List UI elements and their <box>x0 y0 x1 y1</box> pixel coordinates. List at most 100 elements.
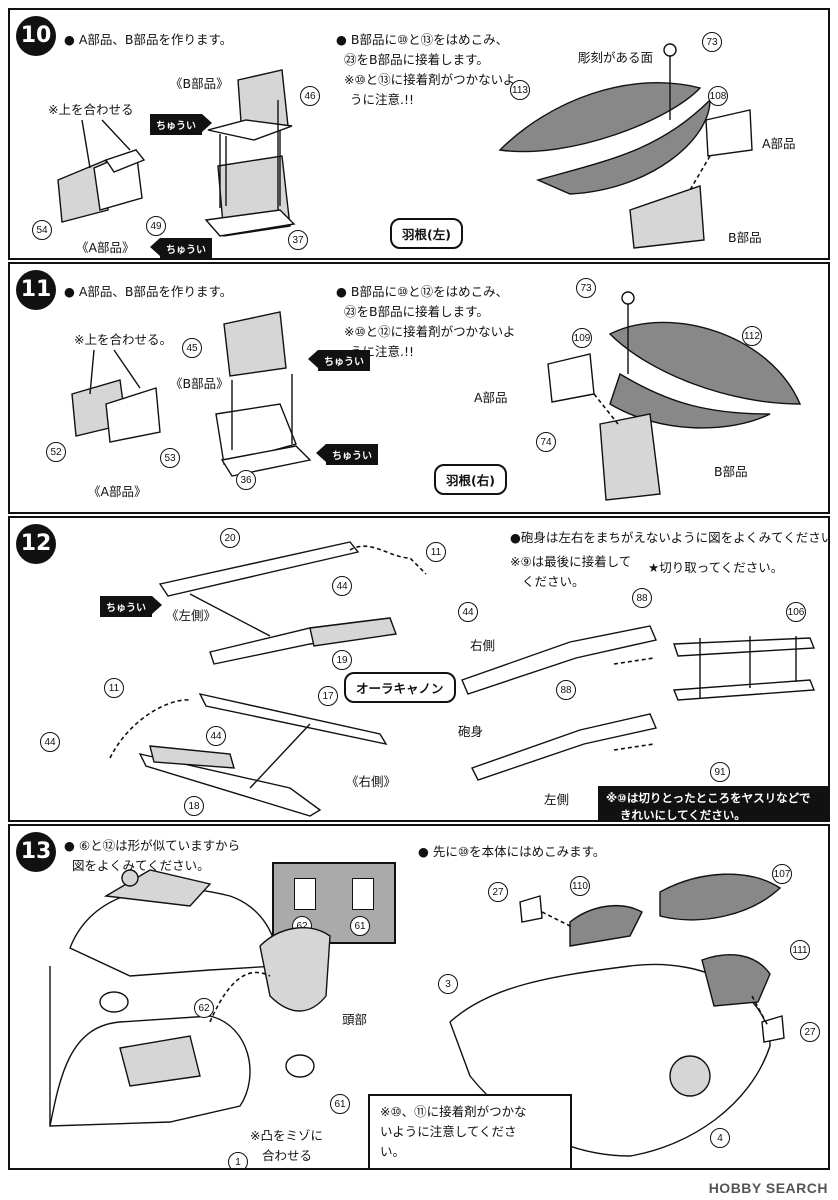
part-callout: 73 <box>702 32 722 52</box>
step-instruction-right: ㉓をB部品に接着します。 <box>344 304 489 319</box>
part-callout: 111 <box>790 940 810 960</box>
step-instruction: ● ⑥と⑫は形が似ていますから <box>64 838 241 853</box>
step-number: 10 <box>16 16 56 56</box>
b-part-side-label: B部品 <box>714 464 748 479</box>
a-part-side-label: A部品 <box>474 390 508 405</box>
wing-label: 羽根(左) <box>390 218 463 249</box>
wing-left-drawing <box>498 43 753 249</box>
boss-note: ※凸をミゾに <box>250 1128 323 1143</box>
step-12-illustration <box>109 541 816 817</box>
caution-tag: ちゅうい <box>100 596 162 617</box>
part-callout: 52 <box>46 442 66 462</box>
aura-cannon-label: オーラキャノン <box>344 672 456 703</box>
part-callout: 19 <box>332 650 352 670</box>
glue-warning: ※⑩と⑬に接着剤がつかないよ <box>344 72 516 87</box>
step-13-panel: 13 ● ⑥と⑫は形が似ていますから 図をよくみてください。 ● 先に⑩を本体に… <box>8 824 830 1170</box>
step-instruction: ●砲身は左右をまちがえないように図をよくみてください。 <box>510 530 830 545</box>
part-callout: 20 <box>220 528 240 548</box>
right-side-label: 右側 <box>470 638 496 653</box>
part-callout: 62 <box>194 998 214 1018</box>
caution-tag: ちゅうい <box>150 238 212 258</box>
part-callout: 36 <box>236 470 256 490</box>
glue-warning: うに注意.!! <box>350 92 414 107</box>
part-callout: 54 <box>32 220 52 240</box>
step-number: 13 <box>16 832 56 872</box>
left-side-label: 《左側》 <box>166 608 217 623</box>
b-part-label: 《B部品》 <box>170 76 229 91</box>
part-callout: 1 <box>228 1152 248 1168</box>
part-61-shape <box>352 878 374 910</box>
caution-tag: ちゅうい <box>150 114 212 135</box>
part-callout: 11 <box>104 678 124 698</box>
glue-warning-line: いように注意してくださ <box>380 1124 517 1139</box>
align-note: ※上を合わせる。 <box>74 332 172 347</box>
step-11-panel: 11 ● A部品、B部品を作ります。 ● B部品に⑩と⑫をはめこみ、 ㉓をB部品… <box>8 262 830 514</box>
part-callout: 4 <box>710 1128 730 1148</box>
step-12-panel: 12 ●砲身は左右をまちがえないように図をよくみてください。 ※⑨は最後に接着し… <box>8 516 830 822</box>
step-instruction: 図をよくみてください。 <box>72 858 210 873</box>
step-instruction-right: ● 先に⑩を本体にはめこみます。 <box>418 844 606 859</box>
b-part-side-label: B部品 <box>728 230 762 245</box>
part-callout: 27 <box>800 1022 820 1042</box>
part-callout: 110 <box>570 876 590 896</box>
step-instruction: ● A部品、B部品を作ります。 <box>64 32 233 47</box>
right-cannon-drawing <box>109 692 388 817</box>
part-callout: 27 <box>488 882 508 902</box>
part-callout: 44 <box>458 602 478 622</box>
part-callout: 11 <box>426 542 446 562</box>
part-callout: 45 <box>182 338 202 358</box>
file-note-line: ※⑩は切りとったところをヤスリなどで <box>606 791 811 805</box>
wing-label: 羽根(右) <box>434 464 507 495</box>
part-callout: 74 <box>536 432 556 452</box>
caution-tag: ちゅうい <box>316 444 378 465</box>
part-62-shape <box>294 878 316 910</box>
part-callout: 18 <box>184 796 204 816</box>
step-instruction: ● A部品、B部品を作ります。 <box>64 284 233 299</box>
part-callout: 49 <box>146 216 166 236</box>
wing-right-drawing <box>547 291 802 501</box>
body-assembly-drawing <box>49 869 331 1127</box>
glue-warning-line: ※⑩、⑪に接着剤がつかな <box>380 1104 527 1119</box>
part-callout: 88 <box>556 680 576 700</box>
right-side-label: 《右側》 <box>346 774 397 789</box>
step-instruction-right: ● B部品に⑩と⑫をはめこみ、 <box>336 284 509 299</box>
final-body-drawing <box>449 873 785 1157</box>
engraved-label: 彫刻がある面 <box>578 50 654 65</box>
a-part-drawing <box>71 349 161 443</box>
part-callout: 73 <box>576 278 596 298</box>
assembled-cannons-drawing <box>461 625 816 781</box>
part-callout: 44 <box>332 576 352 596</box>
hobby-search-watermark: HOBBY SEARCH <box>708 1180 828 1196</box>
a-part-side-label: A部品 <box>762 136 796 151</box>
glue-note: ください。 <box>522 574 585 589</box>
part-callout: 3 <box>438 974 458 994</box>
glue-warning-box: ※⑩、⑪に接着剤がつかな いように注意してくださ い。 <box>368 1094 572 1168</box>
file-note: ※⑩は切りとったところをヤスリなどで きれいにしてください。 <box>598 786 828 822</box>
part-callout: 112 <box>742 326 762 346</box>
step-number: 12 <box>16 524 56 564</box>
step-instruction-right: ㉓をB部品に接着します。 <box>344 52 489 67</box>
part-callout: 44 <box>206 726 226 746</box>
align-note: ※上を合わせる <box>48 102 134 117</box>
head-label: 頭部 <box>342 1012 368 1027</box>
barrel-label: 砲身 <box>458 724 484 739</box>
step-13-illustration <box>49 869 785 1157</box>
part-callout: 61 <box>330 1094 350 1114</box>
step-10-panel: 10 ● A部品、B部品を作ります。 ● B部品に⑩と⑬をはめこみ、 ㉓をB部品… <box>8 8 830 260</box>
part-callout: 106 <box>786 602 806 622</box>
part-callout: 91 <box>710 762 730 782</box>
file-note-line: きれいにしてください。 <box>620 808 746 822</box>
cut-note: ★切り取ってください。 <box>648 560 784 575</box>
glue-note: ※⑨は最後に接着して <box>510 554 632 569</box>
glue-warning: ※⑩と⑫に接着剤がつかないよ <box>344 324 516 339</box>
part-callout: 61 <box>350 916 370 936</box>
part-callout: 109 <box>572 328 592 348</box>
part-callout: 88 <box>632 588 652 608</box>
glue-warning-line: い。 <box>380 1144 406 1159</box>
b-part-drawing <box>204 69 296 237</box>
part-callout: 53 <box>160 448 180 468</box>
part-callout: 113 <box>510 80 530 100</box>
left-side-label: 左側 <box>544 792 570 807</box>
left-cannon-drawing <box>158 541 427 665</box>
boss-note: 合わせる <box>262 1148 313 1163</box>
